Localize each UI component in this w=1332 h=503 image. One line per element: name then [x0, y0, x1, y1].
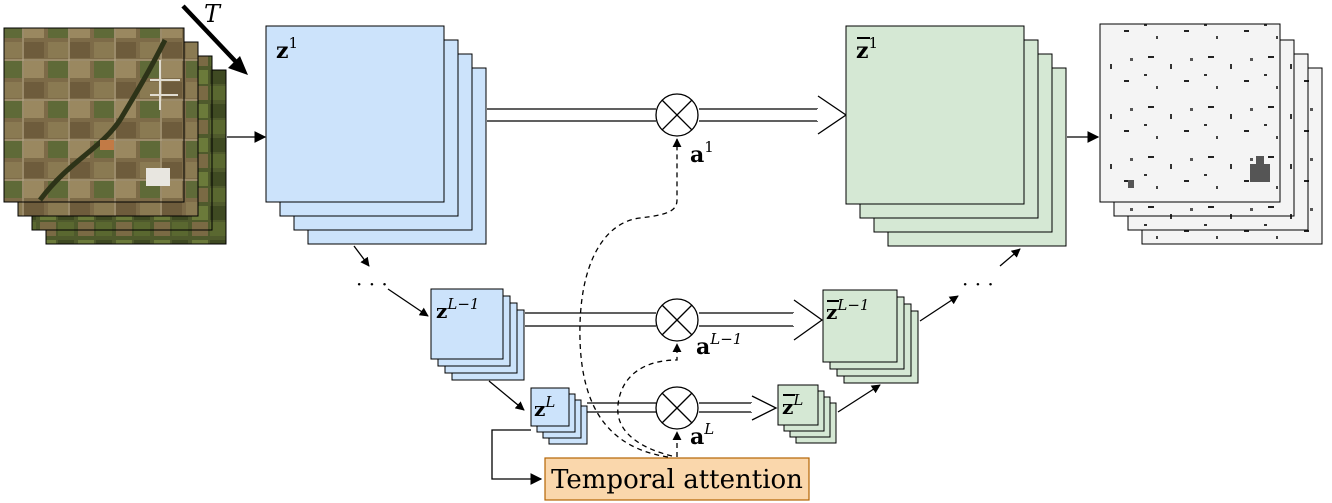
decoder-z1-label: z1 [856, 34, 878, 64]
decoder-stack-zL [777, 384, 837, 444]
decoder-zL-1-label: zL−1 [826, 296, 869, 324]
encoder-z1-label: z1 [276, 34, 298, 64]
attention-aL-1-label: aL−1 [696, 330, 742, 360]
decoder-stack-zL-1 [822, 289, 919, 384]
attention-path-L-1 [617, 343, 682, 457]
time-axis-arrowhead [228, 56, 248, 75]
encoder-stack-zL-1 [430, 288, 525, 381]
skip-connection-level-L [587, 395, 778, 421]
input-image-stack [3, 27, 227, 245]
encoder-stack-zL [530, 387, 588, 445]
decoder-up-arrow-1 [919, 295, 959, 322]
decoder-zL-label: zL [782, 391, 803, 419]
encoder-to-attention-arrow [491, 429, 543, 485]
multiply-node-level-L [655, 386, 699, 430]
encoder-down-arrow-1 [353, 245, 370, 267]
decoder-up-arrow-2 [999, 248, 1021, 267]
attention-a1-label: a1 [690, 138, 714, 168]
multiply-node-level-L-1 [655, 298, 699, 342]
time-axis-label: T [204, 0, 222, 28]
encoder-zL-1-label: zL−1 [436, 295, 479, 323]
attention-path-1 [579, 138, 682, 458]
decoder-ellipsis: · · · [962, 272, 994, 296]
multiply-node-level-1 [655, 93, 699, 137]
encoder-down-arrow-2 [387, 288, 429, 317]
decoder-up-arrow-L [837, 384, 881, 413]
skip-connection-level-1 [487, 95, 848, 135]
encoder-zL-label: zL [534, 393, 555, 421]
time-axis-arrow [181, 4, 240, 66]
output-mask-stack [1099, 23, 1323, 245]
satellite-frame-1 [3, 27, 185, 203]
temporal-attention-box [544, 457, 810, 501]
decoder-stack-z1 [845, 25, 1067, 247]
skip-connection-level-L-1 [525, 299, 824, 341]
encoder-stack-z1 [265, 25, 487, 245]
encoder-ellipsis: · · · [356, 272, 388, 296]
encoder-down-arrow-3 [488, 380, 525, 411]
temporal-attention-label: Temporal attention [551, 465, 803, 495]
attention-aL-label: aL [690, 420, 714, 450]
